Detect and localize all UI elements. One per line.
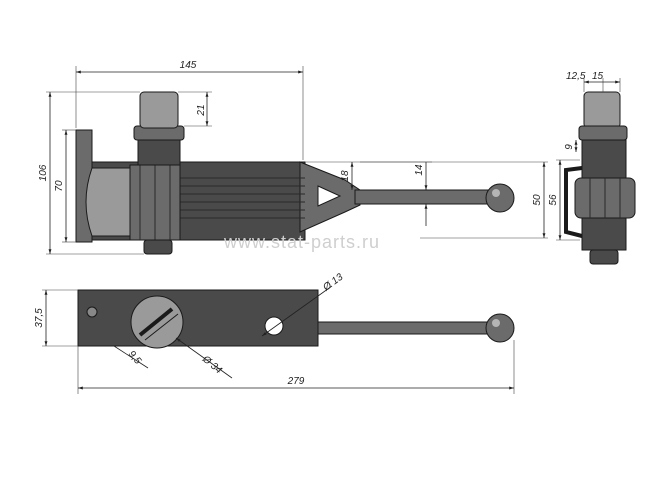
dim-total-length: 279 [287, 376, 305, 387]
dim-side-h1: 50 [532, 194, 543, 206]
top-lever-ball [485, 183, 515, 213]
top-view [75, 91, 515, 255]
dim-knob-small: 9,5 [126, 349, 144, 367]
dim-left-inner: 70 [54, 180, 65, 192]
top-clamp-block [85, 167, 131, 237]
dim-arm: 14 [414, 164, 425, 176]
bottom-lever-ball [485, 313, 515, 343]
dim-side-h2: 56 [548, 194, 559, 206]
dim-side-small: 9 [564, 144, 575, 150]
top-stem [139, 91, 179, 129]
side-stem [583, 91, 621, 129]
bottom-plate [77, 289, 319, 347]
top-fork-slot [317, 185, 342, 207]
side-bottom-nut [589, 249, 619, 265]
side-loop [564, 166, 583, 238]
dim-top-width: 145 [180, 60, 197, 71]
bottom-view [77, 289, 515, 349]
side-nut [578, 125, 628, 141]
dim-left-outer: 106 [38, 164, 49, 181]
dim-slot: 18 [340, 170, 351, 182]
dim-hole: Ø 13 [320, 272, 345, 294]
dim-side-w2: 15 [592, 71, 604, 82]
side-view [564, 91, 636, 265]
dim-knob: Ø 34 [199, 353, 224, 376]
bottom-lever-arm [317, 321, 499, 335]
watermark: www.stat-parts.ru [223, 232, 380, 252]
top-bottom-nut [143, 239, 173, 255]
dim-side-w1: 12,5 [566, 71, 586, 82]
dim-bottom-height: 37,5 [34, 308, 45, 328]
top-lever-arm [354, 189, 496, 205]
dim-top-neck: 21 [196, 104, 207, 116]
